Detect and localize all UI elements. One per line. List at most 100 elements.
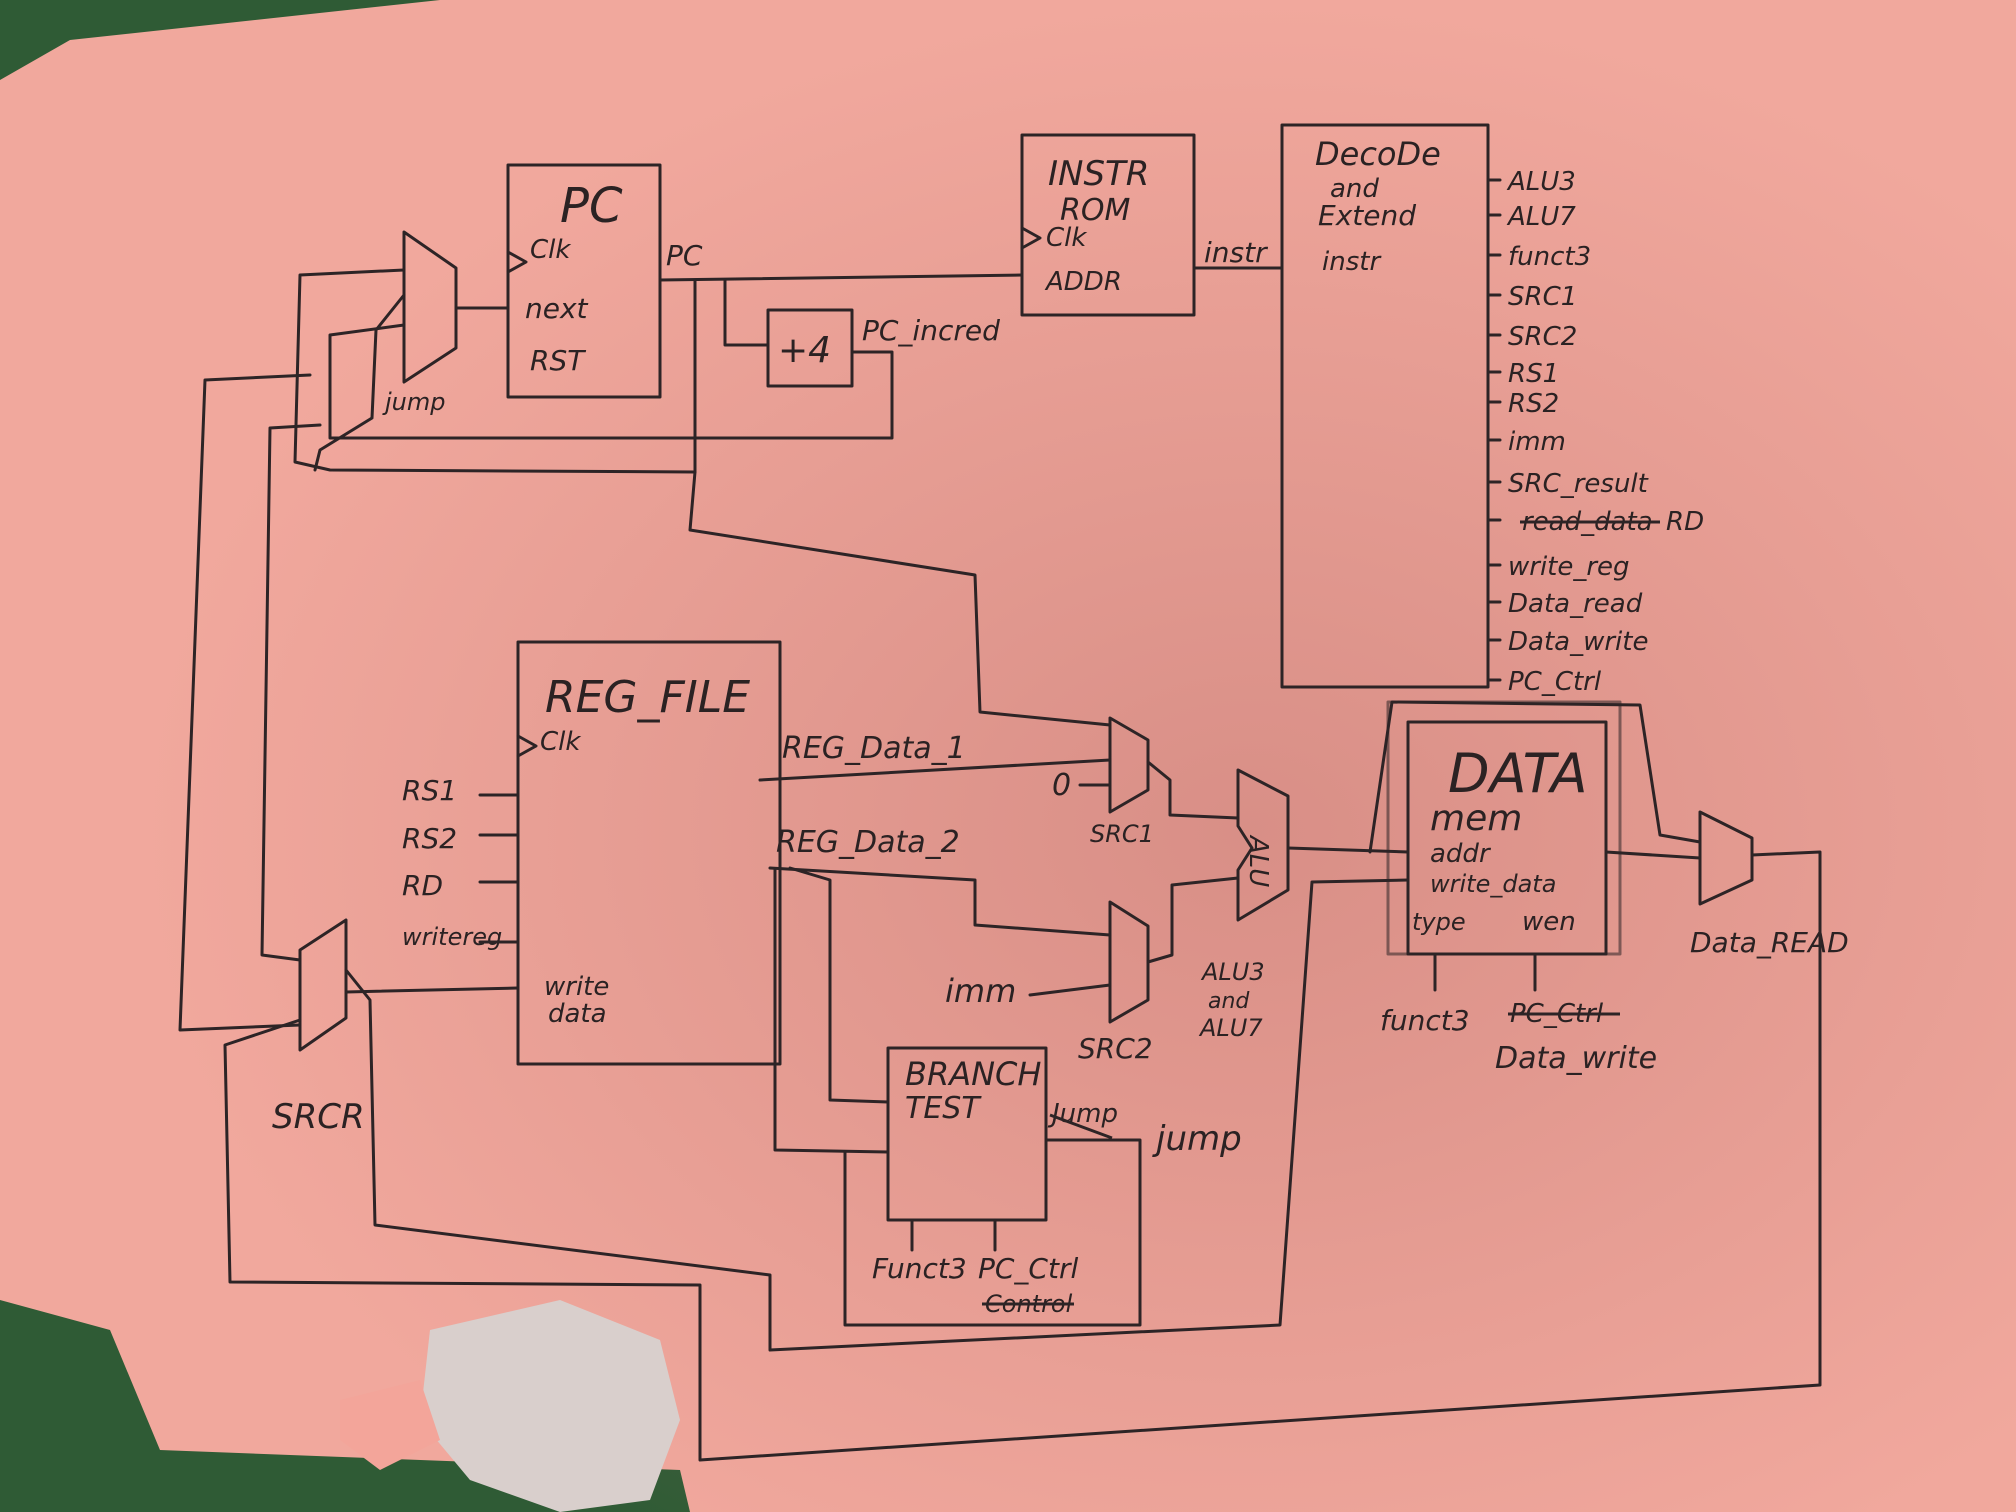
branch-test-block: BRANCH TEST Funct3 PC_Ctrl Control Jump … xyxy=(872,1046,1242,1318)
srcr-mux-label: SRCR xyxy=(272,1097,365,1137)
pc-next-port: next xyxy=(525,292,589,325)
wire-imm-to-src2 xyxy=(1028,983,1112,997)
wire-pc-to-plus4 xyxy=(723,278,770,347)
wire-src2-to-alu xyxy=(1146,876,1240,964)
alu-block: ALU ALU3 and ALU7 xyxy=(1198,768,1290,1042)
decode-title: DecoDe xyxy=(1315,135,1441,173)
src1-mux-label: SRC1 xyxy=(1090,820,1154,848)
decode-input-label: instr xyxy=(1322,247,1382,277)
reg-data-1-label: REG_Data_1 xyxy=(782,731,966,766)
src1-mux: 0 SRC1 xyxy=(1052,716,1154,848)
data-mem-funct3-label: funct3 xyxy=(1380,1004,1470,1037)
wire-src1-to-alu xyxy=(1146,760,1240,820)
decode-and: and xyxy=(1330,174,1379,204)
wire-branch-ctrl-stubs xyxy=(910,1218,997,1252)
decode-out-alu7: ALU7 xyxy=(1506,202,1576,232)
pc-rst-port: RST xyxy=(530,344,586,377)
wire-reg-rs-ports xyxy=(478,793,520,884)
reg-data-2-label: REG_Data_2 xyxy=(776,825,960,860)
plus4-adder: +4 PC_incred xyxy=(766,308,1000,388)
instr-rom-addr-port: ADDR xyxy=(1044,267,1122,297)
pc-output-label: PC xyxy=(666,239,703,272)
pc-title: PC xyxy=(560,178,623,234)
decode-out-pc-ctrl: PC_Ctrl xyxy=(1508,667,1602,697)
data-mem-write-data-port: write_data xyxy=(1430,870,1556,898)
paper-tear-pink xyxy=(340,1380,440,1470)
src2-mux: imm SRC2 xyxy=(945,900,1153,1065)
decode-out-src2: SRC2 xyxy=(1508,322,1577,352)
reg-file-writereg-port: writereg xyxy=(402,923,502,951)
wire-srcr-to-reg-write xyxy=(344,986,520,994)
decode-extend: Extend xyxy=(1318,199,1416,232)
plus4-label: +4 xyxy=(778,330,831,371)
src2-mux-label: SRC2 xyxy=(1078,1032,1153,1065)
reg-file-rs2-port: RS2 xyxy=(402,822,457,855)
wire-regdata2-to-branch xyxy=(788,866,890,1104)
wire-aluout-loop xyxy=(344,878,1410,1352)
decode-out-rs1: RS1 xyxy=(1508,359,1559,389)
wire-jump-branch-to-mux xyxy=(313,293,406,472)
decode-out-src1: SRC1 xyxy=(1508,282,1577,312)
alu-ctrl-line1: ALU3 xyxy=(1200,958,1265,986)
data-mem-block: DATA mem addr write_data type wen funct3… xyxy=(1380,700,1657,1076)
wire-regdata2-branch-low xyxy=(773,868,890,1154)
decode-out-write-reg: write_reg xyxy=(1508,552,1630,582)
imm-input-label: imm xyxy=(945,972,1016,1010)
instr-rom-clk-port: Clk xyxy=(1046,223,1087,253)
pc-incred-label: PC_incred xyxy=(862,314,1000,347)
data-mem-subtitle: mem xyxy=(1430,798,1522,839)
wire-pc-feedback xyxy=(293,268,697,474)
decode-out-alu3: ALU3 xyxy=(1506,167,1576,197)
decode-out-data-write: Data_write xyxy=(1508,627,1648,657)
data-mem-wen-port: wen xyxy=(1522,907,1576,937)
alu-label: ALU xyxy=(1243,834,1273,887)
src1-zero-label: 0 xyxy=(1052,768,1071,803)
branch-title: BRANCH xyxy=(905,1055,1041,1093)
wire-alu-to-mem xyxy=(1286,846,1410,854)
wire-plus4-out xyxy=(328,323,894,440)
reg-file-block: REG_FILE Clk RS1 RS2 RD writereg write d… xyxy=(402,640,966,1066)
jump-mux-label: jump xyxy=(382,388,446,416)
reg-file-title: REG_FILE xyxy=(545,672,750,723)
wire-mem-to-dataread xyxy=(1604,850,1702,860)
alu-ctrl-line2: and xyxy=(1208,989,1250,1014)
wires xyxy=(178,178,1822,1462)
paper-tear xyxy=(420,1300,680,1512)
wire-branch-out xyxy=(843,1138,1142,1327)
branch-subtitle: TEST xyxy=(905,1091,982,1126)
decode-out-imm: imm xyxy=(1508,427,1566,457)
data-mem-addr-port: addr xyxy=(1430,839,1492,869)
instr-label: instr xyxy=(1204,236,1268,269)
wire-pc-to-src1 xyxy=(688,470,1112,727)
reg-file-clk-port: Clk xyxy=(540,727,581,757)
decode-extend-block: DecoDe and Extend instr ALU3 ALU7 funct3… xyxy=(1280,123,1704,697)
branch-jump-struck: Jump xyxy=(1047,1099,1118,1129)
decode-outputs: ALU3 ALU7 funct3 SRC1 SRC2 RS1 RS2 imm S… xyxy=(1506,167,1704,697)
srcr-mux: SRCR xyxy=(272,918,365,1137)
wire-reg-data1 xyxy=(758,758,1112,782)
wire-mem-loop xyxy=(1368,700,1702,854)
branch-funct3-label: Funct3 xyxy=(872,1252,967,1285)
decode-out-funct3: funct3 xyxy=(1508,242,1591,272)
wire-pc-out-to-rom xyxy=(658,273,1024,282)
alu-ctrl-line3: ALU7 xyxy=(1198,1014,1263,1042)
jump-mux: jump xyxy=(382,230,458,416)
reg-file-data-port: data xyxy=(548,999,607,1029)
wire-decode-output-stubs xyxy=(1486,178,1502,682)
wire-left-bus-b xyxy=(260,423,322,962)
reg-file-write-port: write xyxy=(544,972,609,1002)
instr-rom-subtitle: ROM xyxy=(1060,193,1130,228)
reg-file-rd-port: RD xyxy=(402,869,443,902)
decode-out-data-read: Data_read xyxy=(1508,589,1643,619)
decode-out-src-result: SRC_result xyxy=(1508,469,1649,499)
instr-rom-title: INSTR xyxy=(1048,154,1149,194)
pc-clk-port: Clk xyxy=(530,235,571,265)
instr-rom-block: INSTR ROM Clk ADDR instr xyxy=(1020,133,1268,317)
data-mem-type-port: type xyxy=(1412,908,1466,936)
wire-dataread-out xyxy=(223,850,1822,1462)
branch-jump-output: jump xyxy=(1152,1119,1242,1159)
branch-pc-ctrl-label: PC_Ctrl xyxy=(978,1252,1078,1285)
data-mem-title: DATA xyxy=(1448,742,1588,805)
